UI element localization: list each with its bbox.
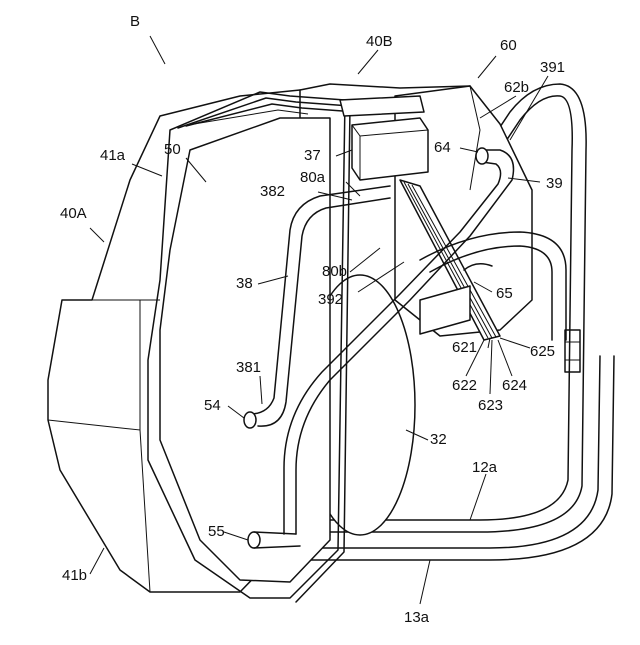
label-32: 32 xyxy=(430,431,447,448)
label-624: 624 xyxy=(502,377,527,394)
label-381: 381 xyxy=(236,359,261,376)
label-54: 54 xyxy=(204,397,221,414)
label-392: 392 xyxy=(318,291,343,308)
junction-box-37 xyxy=(340,96,428,180)
label-391: 391 xyxy=(540,59,565,76)
label-622: 622 xyxy=(452,377,477,394)
label-623: 623 xyxy=(478,397,503,414)
label-40B: 40B xyxy=(366,33,393,50)
label-50: 50 xyxy=(164,141,181,158)
label-62b: 62b xyxy=(504,79,529,96)
label-625: 625 xyxy=(530,343,555,360)
label-40A: 40A xyxy=(60,205,87,222)
label-37: 37 xyxy=(304,147,321,164)
label-382: 382 xyxy=(260,183,285,200)
label-B: B xyxy=(130,13,140,30)
label-80b: 80b xyxy=(322,263,347,280)
label-41a: 41a xyxy=(100,147,126,164)
label-60: 60 xyxy=(500,37,517,54)
label-621: 621 xyxy=(452,339,477,356)
label-38: 38 xyxy=(236,275,253,292)
label-13a: 13a xyxy=(404,609,430,626)
label-41b: 41b xyxy=(62,567,87,584)
label-55: 55 xyxy=(208,523,225,540)
label-80a: 80a xyxy=(300,169,326,186)
label-39: 39 xyxy=(546,175,563,192)
label-65: 65 xyxy=(496,285,513,302)
label-64: 64 xyxy=(434,139,451,156)
label-12a: 12a xyxy=(472,459,498,476)
